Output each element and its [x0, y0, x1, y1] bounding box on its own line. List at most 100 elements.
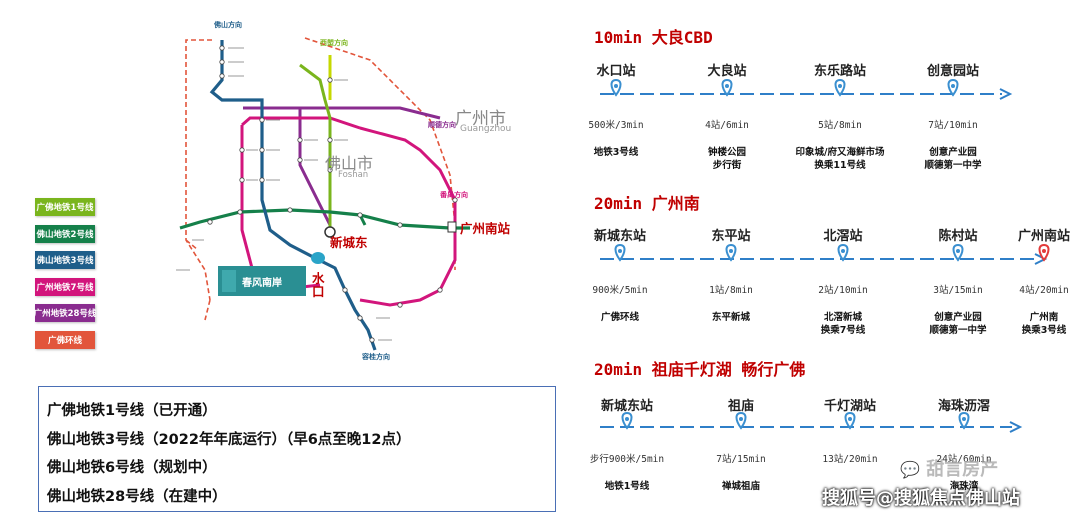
station-name: 创意园站 — [926, 64, 980, 79]
station-distance: 4站/6min — [705, 120, 749, 131]
station-note: 创意产业园顺德第一中学 — [924, 146, 981, 172]
station-name: 北滘站 — [823, 229, 863, 244]
legend-item: 广佛环线 — [35, 331, 95, 349]
foshan-direction-label: 佛山方向 — [214, 21, 242, 29]
route-title: 20min 祖庙千灯湖 畅行广佛 — [594, 360, 806, 379]
map-pin-dot — [956, 249, 960, 253]
info-line-3: 佛山地铁3号线（2022年年底运行）（早6点至晚12点） — [47, 431, 411, 448]
xinchengdong-label: 新城东 — [330, 235, 368, 250]
map-pin-dot — [841, 249, 845, 253]
route-title: 10min 大良CBD — [594, 28, 713, 47]
map-pin-dot — [618, 249, 622, 253]
info-line-1: 广佛地铁1号线（已开通） — [47, 403, 217, 419]
station-note: 创意产业园顺德第一中学 — [929, 311, 986, 337]
station-note-line: 创意产业园 — [934, 312, 982, 323]
station-note-line: 创意产业园 — [929, 147, 977, 158]
station-name: 水口站 — [596, 64, 636, 79]
map-pin-dot — [739, 417, 743, 421]
panyu-direction-label: 番禺方向 — [440, 191, 468, 199]
guangfo-ring-line-east — [304, 37, 456, 270]
info-line-28: 佛山地铁28号线（在建中） — [47, 488, 227, 505]
line-1-path — [299, 63, 332, 230]
route-line — [600, 243, 1050, 265]
station-distance: 7站/10min — [928, 120, 978, 131]
station-note-line: 换乘7号线 — [820, 325, 866, 336]
station-note-line: 地铁3号线 — [593, 147, 639, 158]
route-line — [600, 78, 1013, 100]
route-line — [600, 411, 1023, 433]
station-name: 海珠沥滘 — [937, 399, 991, 414]
station-distance: 4站/20min — [1019, 285, 1069, 296]
station-note: 禅城祖庙 — [722, 480, 760, 493]
guangzhou-city-label: 广州市 — [455, 109, 506, 129]
station-distance: 7站/15min — [716, 454, 766, 465]
ronggui-direction-label: 容桂方向 — [362, 353, 390, 361]
shunde-direction-label: 顺德方向 — [428, 121, 456, 129]
station-note-line: 广州南 — [1029, 312, 1059, 323]
station-name: 祖庙 — [727, 399, 755, 414]
xiyuan-direction-label: 西塱方向 — [320, 39, 348, 47]
station-note-line: 换乘11号线 — [814, 160, 866, 171]
station-name: 东乐路站 — [813, 64, 867, 79]
station-note-line: 东平新城 — [711, 312, 751, 323]
station-distance: 3站/15min — [933, 285, 983, 296]
project-name-label: 春风南岸 — [242, 278, 282, 289]
station-note-line: 广佛环线 — [600, 312, 640, 323]
station-name: 陈村站 — [938, 229, 978, 244]
line-status-box: 广佛地铁1号线（已开通） 佛山地铁3号线（2022年年底运行）（早6点至晚12点… — [38, 386, 556, 512]
station-note-line: 顺德第一中学 — [929, 325, 987, 336]
arrow-icon — [999, 88, 1013, 100]
station-note: 广佛环线 — [601, 311, 639, 324]
station-note: 印象城/府又海鲜市场换乘11号线 — [796, 146, 885, 172]
sohu-watermark: 搜狐号@搜狐焦点佛山站 — [822, 488, 1020, 509]
station-name: 广州南站 — [1017, 229, 1071, 244]
station-note: 广州南换乘3号线 — [1022, 311, 1067, 337]
station-note-line: 钟楼公园 — [707, 147, 747, 158]
station-distance: 500米/3min — [588, 120, 644, 131]
legend-item: 广州地铁7号线 — [35, 278, 95, 296]
station-distance: 5站/8min — [818, 120, 862, 131]
station-distance: 1站/8min — [709, 285, 753, 296]
station-name: 新城东站 — [600, 399, 654, 414]
line-3-path — [209, 40, 377, 351]
station-name: 东平站 — [711, 229, 751, 244]
foshan-city-label: 佛山市 — [325, 154, 374, 173]
map-pin-dot — [614, 84, 618, 88]
station-name: 新城东站 — [593, 229, 647, 244]
map-pin-dot — [1042, 249, 1046, 253]
station-name: 千灯湖站 — [823, 399, 877, 414]
line-2-path — [179, 208, 470, 230]
legend-item: 佛山地铁3号线 — [35, 251, 95, 269]
line-28-path — [243, 106, 441, 226]
wechat-watermark-text: 甜言房产 — [926, 459, 999, 480]
legend-item: 广佛地铁1号线 — [35, 198, 95, 216]
station-distance: 900米/5min — [592, 285, 648, 296]
route-title: 20min 广州南 — [594, 194, 700, 213]
map-pin-dot — [848, 417, 852, 421]
map-pin-dot — [729, 249, 733, 253]
station-note: 北滘新城换乘7号线 — [821, 311, 866, 337]
wechat-icon: 💬 — [900, 460, 920, 479]
arrow-icon — [1009, 421, 1023, 433]
station-note: 钟楼公园步行街 — [708, 146, 746, 172]
metro-map — [176, 37, 470, 351]
guangfo-ring-line — [185, 39, 212, 321]
map-pin-dot — [838, 84, 842, 88]
station-note-line: 禅城祖庙 — [721, 481, 761, 492]
station-note-line: 顺德第一中学 — [924, 160, 982, 171]
station-note-line: 地铁1号线 — [604, 481, 650, 492]
station-note: 地铁3号线 — [594, 146, 639, 159]
shuikou-label: 水口 — [312, 271, 325, 299]
station-note-line: 北滘新城 — [823, 312, 862, 323]
station-distance: 24站/60min — [936, 454, 992, 465]
map-pin-dot — [625, 417, 629, 421]
guangzhounan-label: 广州南站 — [460, 221, 511, 236]
legend-item: 广州地铁28号线 — [34, 304, 96, 322]
guangzhou-en-label: Guangzhou — [460, 124, 512, 134]
info-line-6: 佛山地铁6号线（规划中） — [47, 460, 217, 476]
map-pin-dot — [962, 417, 966, 421]
foshan-en-label: Foshan — [338, 170, 369, 180]
station-note-line: 换乘3号线 — [1021, 325, 1067, 336]
station-name: 大良站 — [707, 64, 747, 79]
station-distance: 2站/10min — [818, 285, 868, 296]
